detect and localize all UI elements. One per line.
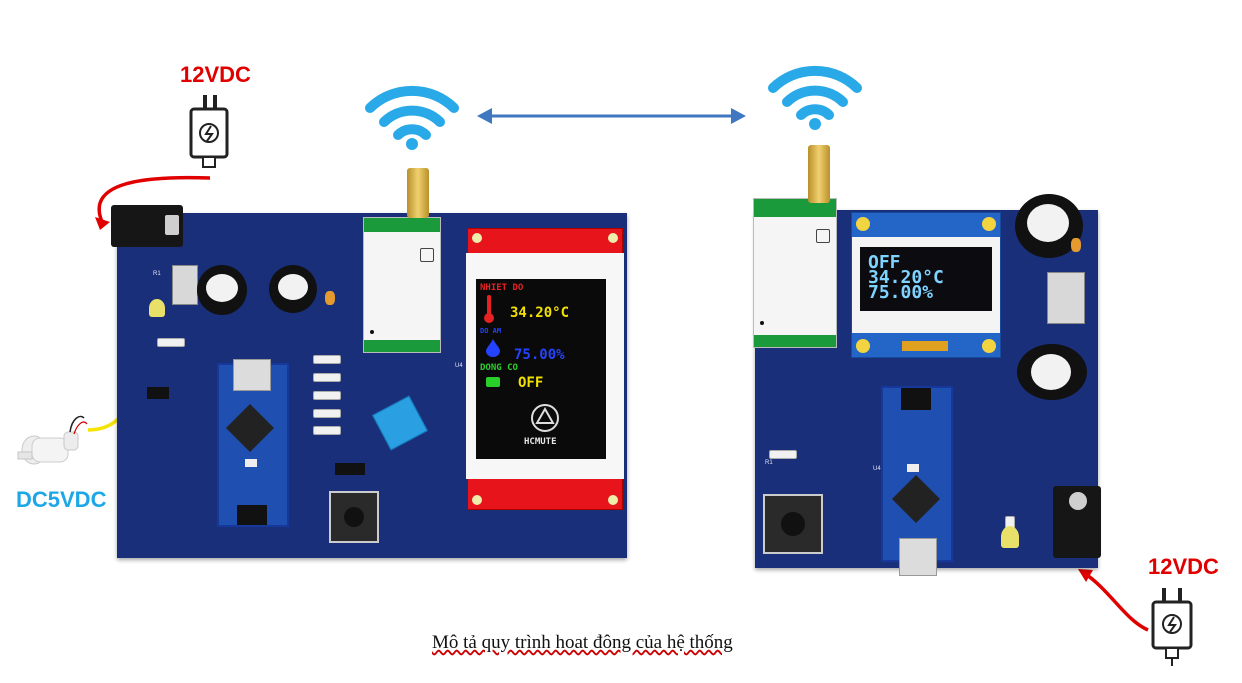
hcmute-logo-icon (528, 403, 562, 433)
arduino-nano (881, 386, 953, 576)
ceramic-capacitor (1071, 238, 1081, 252)
temp-title: NHIET DO (480, 283, 524, 293)
ceramic-capacitor (325, 291, 335, 305)
pump-connector (147, 387, 169, 399)
oled-temperature: 34.20°C (868, 267, 944, 288)
motor-state: OFF (518, 375, 544, 391)
humidity-title: DO AM (480, 327, 502, 335)
motor-title: DONG CO (480, 363, 518, 373)
oled-screen: OFF 34.20°C 75.00% (860, 247, 992, 311)
antenna (808, 145, 830, 203)
resistor (313, 391, 341, 400)
power-plug-icon (1151, 588, 1193, 666)
resistor (769, 450, 797, 459)
arduino-nano (217, 359, 289, 527)
capacitor (197, 265, 247, 315)
capacitor (1017, 344, 1087, 400)
thermometer-icon (484, 295, 494, 323)
logo-text: HCMUTE (524, 437, 557, 447)
tft-screen: NHIET DO 34.20°C DO AM 75.00% DONG CO OF… (476, 279, 606, 459)
dc-jack (111, 205, 183, 247)
push-button (763, 494, 823, 554)
humidity-value: 75.00% (514, 347, 565, 363)
temp-value: 34.20°C (510, 305, 570, 321)
water-drop-icon (486, 339, 500, 357)
resistor (313, 373, 341, 382)
lora-module (363, 217, 441, 353)
wifi-icon (768, 65, 862, 130)
led (1001, 526, 1019, 548)
pump-icon (14, 412, 88, 472)
pump-power-label: DC5VDC (16, 487, 107, 512)
dc-jack (1053, 486, 1101, 558)
voltage-regulator (1047, 272, 1085, 324)
motor-icon (486, 377, 500, 387)
wifi-icon (365, 85, 459, 150)
capacitor (269, 265, 317, 313)
transmitter-pcb: NHIET DO 34.20°C DO AM 75.00% DONG CO OF… (111, 168, 627, 558)
antenna (407, 168, 429, 218)
resistor (313, 426, 341, 435)
resistor (313, 355, 341, 364)
push-button (329, 491, 379, 543)
lora-module (753, 198, 837, 348)
tft-module: NHIET DO 34.20°C DO AM 75.00% DONG CO OF… (466, 228, 624, 510)
led (149, 299, 165, 317)
power-plug-icon (189, 95, 229, 168)
bidirectional-arrow-icon (477, 108, 746, 124)
diagram-caption: Mô tả quy trình hoat đông của hệ thống (432, 632, 733, 653)
power-label-right: 12VDC (1148, 554, 1219, 579)
dht-sensor (372, 395, 428, 451)
receiver-pcb: OFF 34.20°C 75.00% R1 U4 (753, 145, 1101, 576)
resistor (313, 409, 341, 418)
oled-module: OFF 34.20°C 75.00% (851, 212, 1001, 358)
oled-motor-state: OFF (868, 252, 901, 273)
resistor (157, 338, 185, 347)
oled-humidity: 75.00% (868, 282, 934, 303)
power-label-left: 12VDC (180, 62, 251, 87)
voltage-regulator (172, 265, 198, 305)
pin-header (335, 463, 365, 475)
